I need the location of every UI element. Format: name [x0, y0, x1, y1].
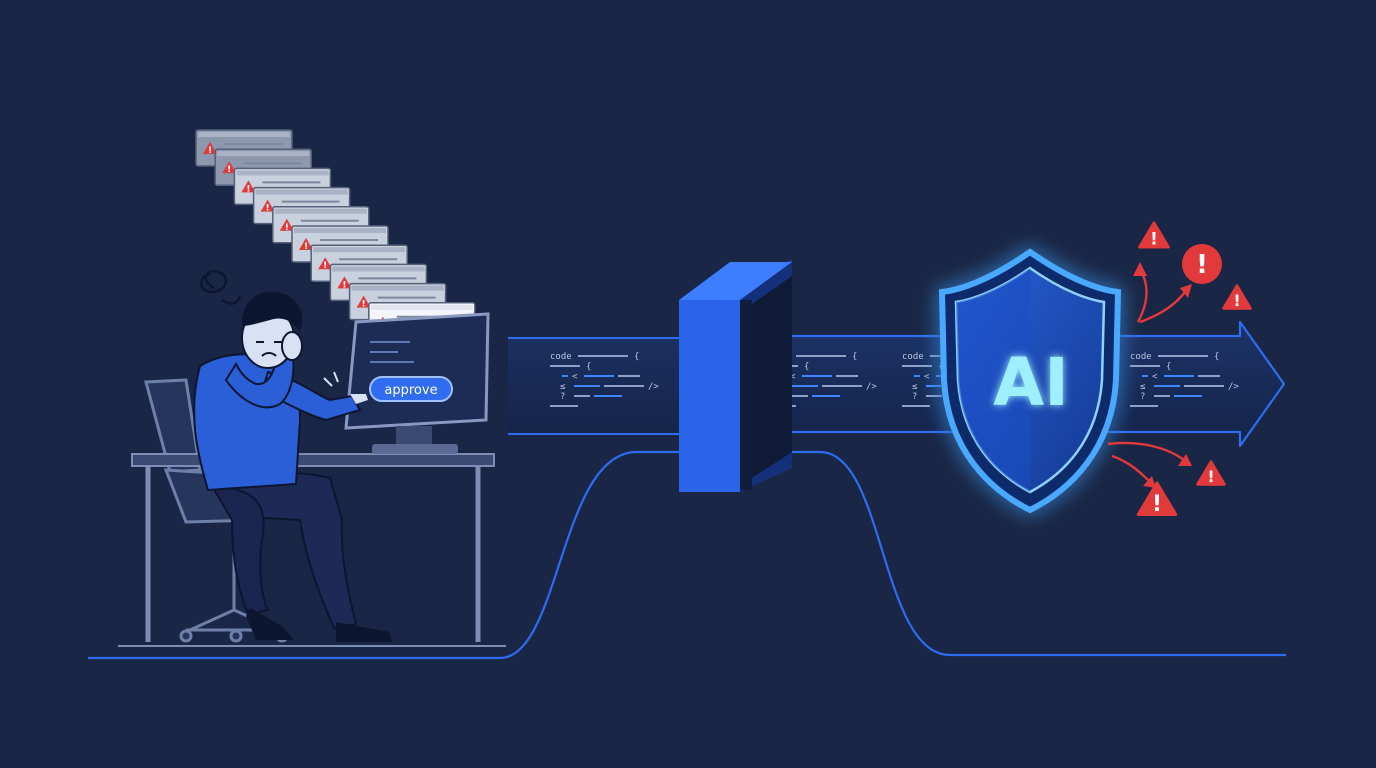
warning-mark: ! — [208, 146, 212, 156]
exclamation-circle-icon: ! — [1182, 244, 1222, 284]
code-q: ? — [560, 392, 565, 402]
code-lt: < — [790, 372, 796, 382]
code-brace: { — [1214, 352, 1219, 362]
code-snippet: code { { < ≤ />? — [550, 352, 659, 407]
warning-triangle-icon: ! — [337, 276, 352, 290]
warning-triangle-icon: ! — [260, 199, 275, 214]
warning-triangle-icon: ! — [1136, 481, 1178, 517]
workstation: approve — [118, 269, 506, 647]
warning-triangle-icon: ! — [318, 257, 333, 271]
code-q: ? — [1140, 392, 1145, 402]
warning-triangle-icon: ! — [1138, 221, 1170, 249]
warning-mark: ! — [266, 204, 270, 214]
code-lt: < — [572, 372, 578, 382]
code-close-tag: /> — [866, 382, 877, 392]
warning-mark: ! — [304, 242, 308, 252]
approve-button[interactable]: approve — [369, 376, 453, 402]
code-keyword: code — [902, 352, 924, 362]
code-le: ≤ — [912, 382, 918, 392]
review-gate — [679, 260, 792, 492]
code-brace: { — [586, 362, 591, 372]
alert-mark: ! — [1233, 292, 1240, 310]
code-brace: { — [634, 352, 639, 362]
ai-shield: AI — [938, 248, 1122, 514]
approve-button-label: approve — [384, 383, 437, 398]
code-brace: { — [804, 362, 809, 372]
deflected-threats: !!!!! — [1107, 221, 1252, 517]
warning-mark: ! — [227, 165, 231, 175]
code-lt: < — [924, 372, 930, 382]
warning-triangle-icon: ! — [1222, 284, 1252, 310]
shield-label: AI — [993, 344, 1069, 421]
code-lt: < — [1152, 372, 1158, 382]
tired-developer — [193, 269, 392, 642]
warning-mark: ! — [323, 261, 327, 271]
alert-mark: ! — [1152, 491, 1162, 517]
warning-triangle-icon: ! — [241, 180, 256, 194]
code-brace: { — [1166, 362, 1171, 372]
warning-mark: ! — [285, 223, 289, 233]
warning-triangle-icon: ! — [203, 142, 217, 156]
alert-mark: ! — [1150, 228, 1158, 248]
warning-triangle-icon: ! — [356, 295, 371, 310]
code-le: ≤ — [560, 382, 566, 392]
code-le: ≤ — [1140, 382, 1146, 392]
monitor: approve — [344, 312, 490, 454]
code-brace: { — [852, 352, 857, 362]
warning-triangle-icon: ! — [279, 218, 294, 233]
warning-mark: ! — [246, 184, 250, 194]
code-keyword: code — [550, 352, 572, 362]
warning-triangle-icon: ! — [299, 238, 313, 252]
warning-triangle-icon: ! — [222, 161, 237, 175]
alert-mark: ! — [1196, 250, 1208, 280]
alert-mark: ! — [1207, 468, 1214, 486]
code-close-tag: /> — [1228, 382, 1239, 392]
code-q: ? — [912, 392, 917, 402]
frustration-scribble-icon — [200, 269, 242, 305]
warning-triangle-icon: ! — [1196, 460, 1226, 486]
code-keyword: code — [1130, 352, 1152, 362]
warning-mark: ! — [342, 280, 346, 290]
warning-mark: ! — [362, 300, 366, 310]
code-close-tag: /> — [648, 382, 659, 392]
code-snippet: code { { < ≤ />? — [1130, 352, 1239, 407]
